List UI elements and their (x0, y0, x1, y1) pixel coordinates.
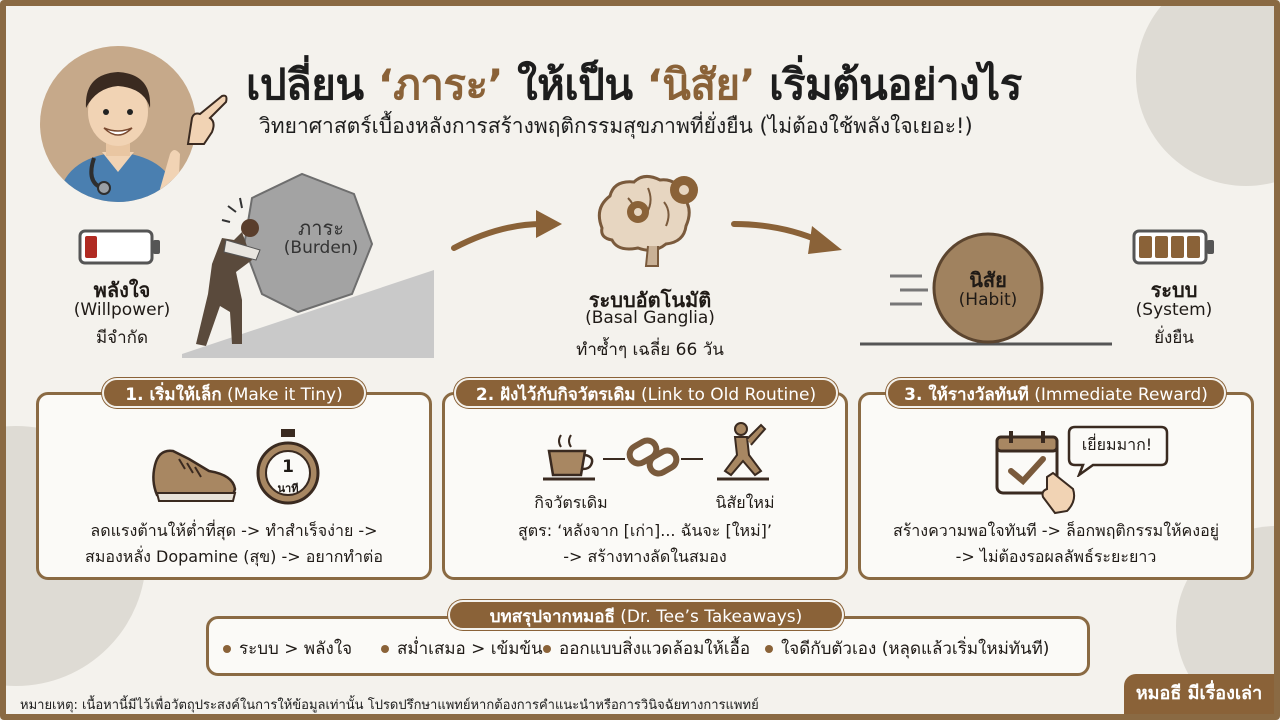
takeaway-text: ออกแบบสิ่งแวดล้อมให้เอื้อ (559, 639, 751, 659)
bullet-icon (381, 645, 389, 653)
system-desc: ยั่งยืน (1154, 328, 1194, 348)
step-header-en: (Make it Tiny) (221, 385, 343, 405)
system-en: (System) (1135, 300, 1213, 320)
page-title: เปลี่ยน ‘ภาระ’ ให้เป็น ‘นิสัย’ เริ่มต้นอ… (246, 52, 1022, 118)
battery-low-icon (78, 228, 162, 266)
title-text: เริ่มต้นอย่างไร (755, 60, 1022, 109)
brain-gears-icon (597, 175, 698, 267)
burden-en: (Burden) (283, 238, 359, 258)
step-header-th: 3. ให้รางวัลทันที (904, 385, 1029, 405)
takeaway-text: สม่ำเสมอ > เข้มข้น (397, 639, 543, 659)
chain-link-icon (603, 437, 703, 477)
battery-cell (1139, 236, 1152, 258)
step-card-link: กิจวัตรเดิม นิสัยใหม่ สูตร: ‘หลังจาก [เก… (442, 392, 848, 580)
step-desc-line1: ลดแรงต้านให้ต่ำที่สุด -> ทำสำเร็จง่าย -> (90, 521, 378, 540)
step-header-tiny: 1. เริ่มให้เล็ก (Make it Tiny) (102, 378, 366, 408)
takeaway-item: ระบบ > พลังใจ (223, 635, 352, 662)
step-desc-line1: สร้างความพอใจทันที -> ล็อกพฤติกรรมให้คงอ… (892, 521, 1220, 540)
autopilot-desc: ทำซ้ำๆ เฉลี่ย 66 วัน (576, 340, 724, 360)
takeaways-header-en: (Dr. Tee’s Takeaways) (614, 607, 803, 627)
step-header-th: 1. เริ่มให้เล็ก (125, 385, 222, 405)
bullet-icon (543, 645, 551, 653)
flow-arrow-icon (451, 210, 562, 251)
takeaway-item: สม่ำเสมอ > เข้มข้น (381, 635, 543, 662)
habit-label: นิสัย (969, 268, 1007, 292)
background-swirl (1136, 6, 1274, 186)
step-header-th: 2. ฝังไว้กับกิจวัตรเดิม (475, 385, 636, 405)
takeaway-text: ระบบ > พลังใจ (239, 639, 353, 659)
system-title: ระบบ (1150, 278, 1198, 302)
yoga-figure-icon (717, 422, 769, 481)
willpower-desc: มีจำกัด (95, 328, 149, 348)
habit-en: (Habit) (958, 290, 1018, 310)
step-desc-line1: สูตร: ‘หลังจาก [เก่า]... ฉันจะ [ใหม่]’ (518, 521, 772, 540)
burden-boulder-scene (182, 172, 434, 358)
step-header-en: (Link to Old Routine) (635, 385, 817, 405)
step-desc-line2: สมองหลั่ง Dopamine (สุข) -> อยากทำต่อ (85, 547, 383, 566)
title-highlight-burden: ‘ภาระ’ (377, 60, 504, 109)
battery-cell (1171, 236, 1184, 258)
takeaway-text: ใจดีกับตัวเอง (หลุดแล้วเริ่มใหม่ทันที) (781, 639, 1050, 659)
step-header-reward: 3. ให้รางวัลทันที (Immediate Reward) (886, 378, 1226, 408)
pointing-hand-icon (186, 94, 228, 145)
doctor-avatar (40, 46, 196, 202)
step-header-link: 2. ฝังไว้กับกิจวัตรเดิม (Link to Old Rou… (454, 378, 838, 408)
autopilot-en: (Basal Ganglia) (585, 308, 715, 328)
reward-bubble-text: เยี่ยมมาก! (1081, 435, 1153, 454)
willpower-title: พลังใจ (93, 278, 151, 302)
timer-unit: นาที (277, 482, 299, 495)
calendar-check-icon (995, 431, 1076, 515)
autopilot-title: ระบบอัตโนมัติ (588, 288, 712, 312)
speech-bubble-icon (1067, 425, 1169, 477)
step-card-reward: เยี่ยมมาก! สร้างความพอใจทันที -> ล็อกพฤต… (858, 392, 1254, 580)
step-desc-line2: -> ไม่ต้องรอผลลัพธ์ระยะยาว (955, 547, 1157, 566)
step-desc-line2: -> สร้างทางลัดในสมอง (563, 547, 727, 566)
timer-number: 1 (282, 457, 294, 477)
habit-ball-scene (860, 232, 1112, 346)
bullet-icon (223, 645, 231, 653)
coffee-cup-icon (543, 434, 595, 481)
willpower-en: (Willpower) (73, 300, 171, 320)
brand-badge: หมอธี มีเรื่องเล่า (1124, 674, 1274, 714)
battery-cell (1155, 236, 1168, 258)
step-card-tiny: 1 นาที ลดแรงต้านให้ต่ำที่สุด -> ทำสำเร็จ… (36, 392, 432, 580)
bullet-icon (765, 645, 773, 653)
shoe-icon (152, 449, 237, 502)
disclaimer-note: หมายเหตุ: เนื้อหานี้มีไว้เพื่อวัตถุประสง… (20, 698, 759, 713)
takeaways-header-th: บทสรุปจากหมอธี (489, 607, 615, 627)
stopwatch-icon (256, 429, 320, 505)
takeaway-item: ออกแบบสิ่งแวดล้อมให้เอื้อ (543, 635, 750, 662)
flow-arrow-icon (731, 221, 842, 254)
step-header-en: (Immediate Reward) (1028, 385, 1208, 405)
title-highlight-habit: ‘นิสัย’ (646, 60, 756, 109)
takeaway-item: ใจดีกับตัวเอง (หลุดแล้วเริ่มใหม่ทันที) (765, 635, 1049, 662)
page-subtitle: วิทยาศาสตร์เบื้องหลังการสร้างพฤติกรรมสุข… (259, 114, 973, 138)
old-routine-label: กิจวัตรเดิม (534, 493, 608, 512)
title-text: เปลี่ยน (246, 60, 378, 109)
title-text: ให้เป็น (503, 60, 647, 109)
battery-cell (1187, 236, 1200, 258)
new-habit-label: นิสัยใหม่ (715, 493, 775, 512)
takeaways-header: บทสรุปจากหมอธี (Dr. Tee’s Takeaways) (448, 600, 844, 630)
doctor-illustration (58, 72, 180, 202)
burden-label: ภาระ (298, 216, 344, 240)
battery-full-icon (1132, 228, 1216, 266)
